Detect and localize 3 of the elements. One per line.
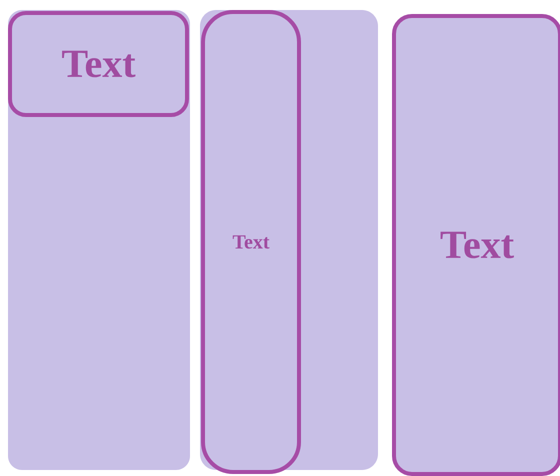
text-box: Text — [8, 11, 189, 117]
text-box: Text — [392, 14, 560, 476]
text-box: Text — [201, 10, 301, 474]
